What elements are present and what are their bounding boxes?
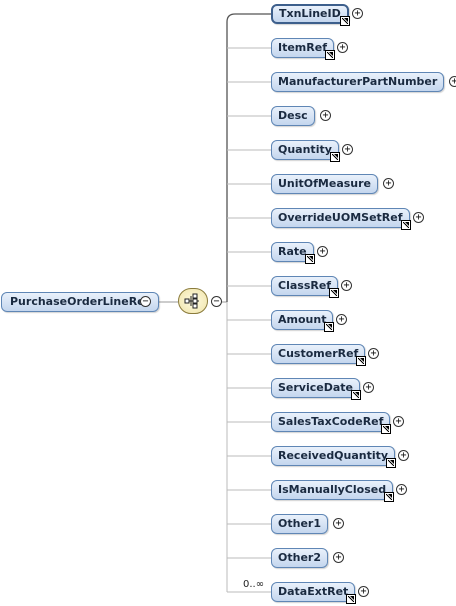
expand-icon[interactable]: +	[352, 8, 363, 19]
root-element-label: PurchaseOrderLineRet	[10, 295, 150, 308]
expand-icon[interactable]: +	[383, 178, 394, 189]
reference-arrow-icon	[329, 288, 339, 298]
element-node-manufacturerpartnumber[interactable]: ManufacturerPartNumber	[271, 72, 445, 92]
element-node-classref[interactable]: ClassRef	[271, 276, 339, 296]
reference-arrow-icon	[330, 152, 340, 162]
element-label: SalesTaxCodeRef	[278, 415, 384, 428]
element-node-txnlineid[interactable]: TxnLineID	[271, 4, 349, 24]
element-label: Rate	[278, 245, 307, 258]
expand-icon[interactable]: +	[320, 110, 331, 121]
element-node-desc[interactable]: Desc	[271, 106, 315, 126]
element-label: ManufacturerPartNumber	[278, 75, 438, 88]
element-node-overrideuomsetref[interactable]: OverrideUOMSetRef	[271, 208, 410, 228]
reference-arrow-icon	[340, 16, 350, 26]
expand-icon[interactable]: +	[333, 518, 344, 529]
element-label: UnitOfMeasure	[278, 177, 372, 190]
expand-icon[interactable]: +	[393, 416, 404, 427]
expand-icon[interactable]: +	[413, 212, 424, 223]
element-node-unitofmeasure[interactable]: UnitOfMeasure	[271, 174, 379, 194]
element-label: Quantity	[278, 143, 332, 156]
element-label: IsManuallyClosed	[278, 483, 387, 496]
element-node-ismanuallyclosed[interactable]: IsManuallyClosed	[271, 480, 394, 500]
element-label: Desc	[278, 109, 308, 122]
element-node-other2[interactable]: Other2	[271, 548, 328, 568]
expand-icon[interactable]: +	[341, 280, 352, 291]
element-node-dataextret[interactable]: DataExtRet	[271, 582, 356, 602]
element-node-other1[interactable]: Other1	[271, 514, 328, 534]
root-element-node[interactable]: PurchaseOrderLineRet	[1, 292, 159, 312]
reference-arrow-icon	[324, 322, 334, 332]
element-label: CustomerRef	[278, 347, 359, 360]
root-collapse-icon[interactable]: −	[140, 296, 151, 307]
sequence-collapse-icon[interactable]: −	[211, 296, 222, 307]
element-node-quantity[interactable]: Quantity	[271, 140, 339, 160]
expand-icon[interactable]: +	[342, 144, 353, 155]
sequence-compositor-icon[interactable]	[178, 288, 208, 314]
element-label: DataExtRet	[278, 585, 349, 598]
sequence-icon	[184, 293, 199, 309]
expand-icon[interactable]: +	[363, 382, 374, 393]
element-node-servicedate[interactable]: ServiceDate	[271, 378, 361, 398]
element-label: ReceivedQuantity	[278, 449, 389, 462]
expand-icon[interactable]: +	[336, 314, 347, 325]
reference-arrow-icon	[384, 492, 394, 502]
reference-arrow-icon	[346, 594, 356, 604]
element-label: Other1	[278, 517, 321, 530]
reference-arrow-icon	[401, 220, 411, 230]
reference-arrow-icon	[356, 356, 366, 366]
element-node-salestaxcoderef[interactable]: SalesTaxCodeRef	[271, 412, 391, 432]
expand-icon[interactable]: +	[333, 552, 344, 563]
element-label: OverrideUOMSetRef	[278, 211, 403, 224]
element-label: Amount	[278, 313, 327, 326]
element-label: Other2	[278, 551, 321, 564]
occurrence-label: 0..∞	[243, 579, 265, 590]
element-node-amount[interactable]: Amount	[271, 310, 334, 330]
reference-arrow-icon	[305, 254, 315, 264]
element-node-customerref[interactable]: CustomerRef	[271, 344, 366, 364]
expand-icon[interactable]: +	[449, 76, 456, 87]
element-node-receivedquantity[interactable]: ReceivedQuantity	[271, 446, 396, 466]
reference-arrow-icon	[351, 390, 361, 400]
expand-icon[interactable]: +	[317, 246, 328, 257]
element-node-itemref[interactable]: ItemRef	[271, 38, 334, 58]
expand-icon[interactable]: +	[398, 450, 409, 461]
element-label: ClassRef	[278, 279, 332, 292]
element-label: ItemRef	[278, 41, 327, 54]
expand-icon[interactable]: +	[368, 348, 379, 359]
expand-icon[interactable]: +	[337, 42, 348, 53]
element-node-rate[interactable]: Rate	[271, 242, 314, 262]
element-label: TxnLineID	[279, 7, 341, 20]
element-label: ServiceDate	[278, 381, 354, 394]
reference-arrow-icon	[381, 424, 391, 434]
expand-icon[interactable]: +	[358, 586, 369, 597]
reference-arrow-icon	[325, 50, 335, 60]
expand-icon[interactable]: +	[396, 484, 407, 495]
reference-arrow-icon	[386, 458, 396, 468]
